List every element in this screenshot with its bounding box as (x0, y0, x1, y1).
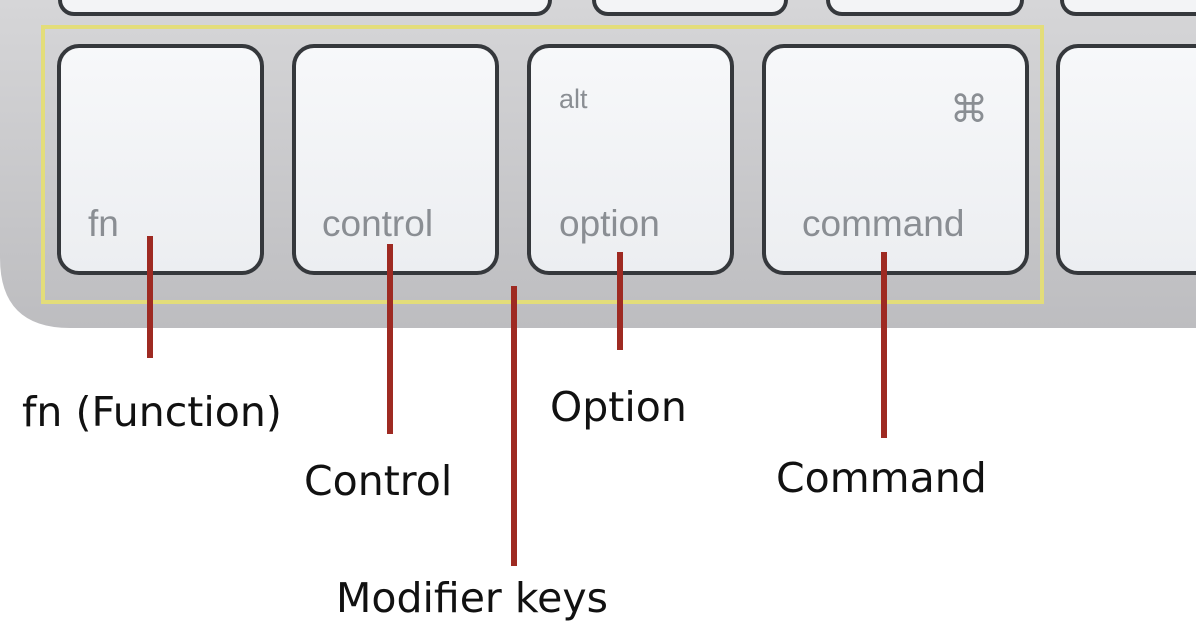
callout-command: Command (776, 454, 987, 502)
command-icon: ⌘ (950, 87, 988, 131)
key-fn: fn (57, 44, 264, 275)
key-control: control (292, 44, 499, 275)
key-control-label: control (322, 203, 433, 244)
key-option-label: option (559, 203, 660, 244)
callout-control: Control (304, 457, 452, 505)
key-next-partial (1056, 44, 1196, 275)
callout-fn: fn (Function) (22, 388, 282, 436)
key-command: ⌘ command (762, 44, 1029, 275)
modifier-keys-highlight (41, 25, 1044, 304)
callout-modifier-keys: Modifier keys (336, 574, 608, 622)
upper-key-row (58, 0, 1196, 16)
key-fn-label: fn (88, 203, 119, 244)
key-command-label: command (802, 203, 964, 244)
key-option: alt option (527, 44, 734, 275)
callout-option: Option (550, 383, 687, 431)
key-option-alt-label: alt (559, 84, 588, 114)
leader-lines (147, 236, 887, 566)
